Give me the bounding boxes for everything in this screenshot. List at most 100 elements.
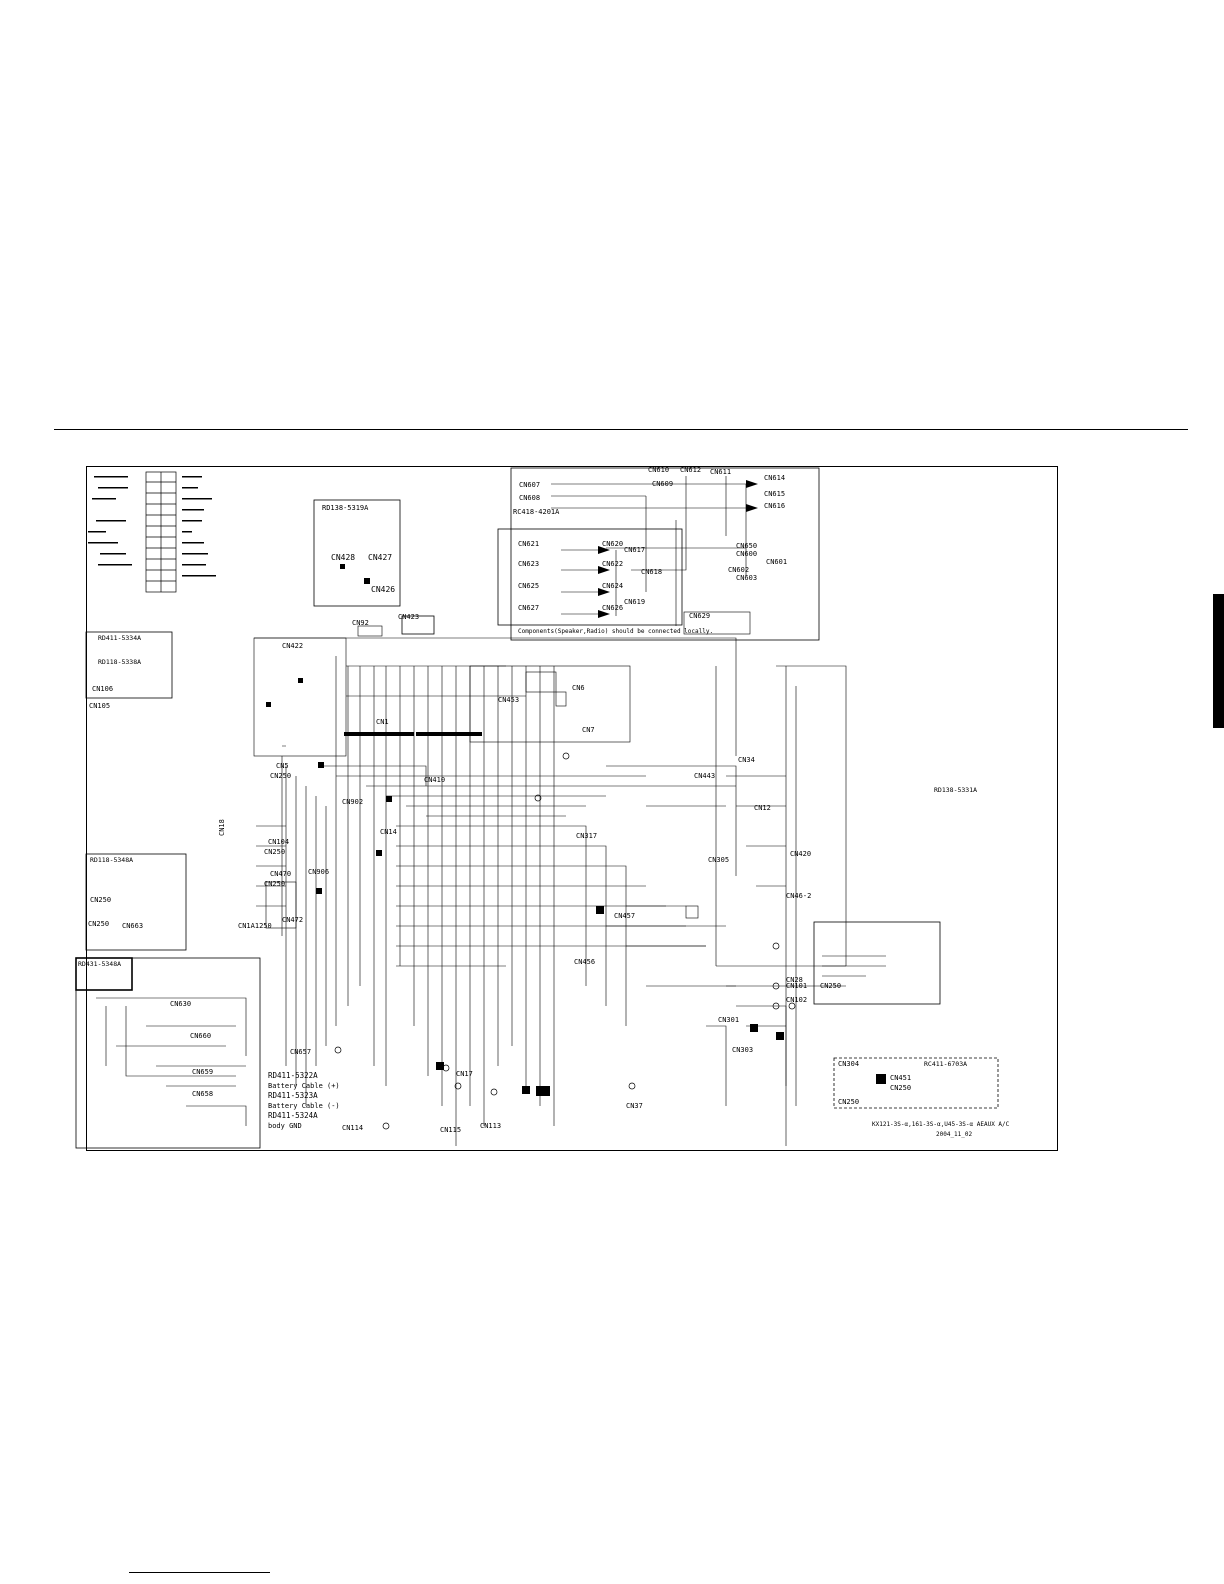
label-cn250-d: CN250 [820, 982, 841, 990]
caption-battery-plus: Battery Cable (+) [268, 1082, 340, 1090]
label-cn12: CN12 [754, 804, 771, 812]
speaker-subbox [497, 528, 683, 626]
cn423-box [401, 615, 435, 635]
footer-rule [129, 1572, 270, 1573]
label-cn5: CN5 [276, 762, 289, 770]
label-cn616: CN616 [764, 502, 785, 510]
model-caption: KX121-3S-α,161-3S-α,U45-3S-α AEAUX A/C [872, 1121, 1010, 1128]
label-cn102: CN102 [786, 996, 807, 1004]
label-cn301: CN301 [718, 1016, 739, 1024]
harness-box-cab [813, 921, 941, 1005]
label-cn608: CN608 [519, 494, 540, 502]
label-cn443: CN443 [694, 772, 715, 780]
label-cn650: CN650 [736, 542, 757, 550]
label-cn34: CN34 [738, 756, 755, 764]
label-cn456: CN456 [574, 958, 595, 966]
label-cn660: CN660 [190, 1032, 211, 1040]
label-cn426: CN426 [371, 585, 395, 594]
label-cn18: CN18 [218, 819, 226, 836]
label-cn906: CN906 [308, 868, 329, 876]
label-cn622: CN622 [602, 560, 623, 568]
title-rd138-5331a: RD138-5331A [934, 786, 977, 794]
label-cn92: CN92 [352, 619, 369, 627]
label-cn663: CN663 [122, 922, 143, 930]
label-cn629: CN629 [689, 612, 710, 620]
label-cn28: CN28 [786, 976, 803, 984]
label-cn14: CN14 [380, 828, 397, 836]
label-cn602: CN602 [728, 566, 749, 574]
label-cn304: CN304 [838, 1060, 859, 1068]
title-rd411-5322a: RD411-5322A [268, 1071, 318, 1080]
label-cn625: CN625 [518, 582, 539, 590]
label-cn457: CN457 [614, 912, 635, 920]
label-cn250-c: CN250 [264, 880, 285, 888]
label-cn317: CN317 [576, 832, 597, 840]
label-cn7: CN7 [582, 726, 595, 734]
label-cn612: CN612 [680, 466, 701, 474]
label-cn607: CN607 [519, 481, 540, 489]
legend-text-left [88, 476, 216, 577]
label-cn113: CN113 [480, 1122, 501, 1130]
connector-cn426 [364, 578, 370, 584]
audio-speaker-symbols [598, 480, 758, 618]
wiring-diagram-svg: RD138-5319A CN428 CN427 CN426 RC418-4201… [75, 466, 1058, 1151]
label-cn105: CN105 [89, 702, 110, 710]
label-cn614: CN614 [764, 474, 785, 482]
legend-table [145, 471, 177, 593]
label-cn1: CN1 [376, 718, 389, 726]
label-cn305: CN305 [708, 856, 729, 864]
header-rule [54, 429, 1188, 430]
component-note: Components(Speaker,Radio) should be conn… [518, 628, 713, 635]
label-cn410: CN410 [424, 776, 445, 784]
label-cn1a1250: CN1A1250 [238, 922, 272, 930]
label-cn37: CN37 [626, 1102, 643, 1110]
title-rd138-5319a: RD138-5319A [322, 504, 369, 512]
label-cn658: CN658 [192, 1090, 213, 1098]
label-cn114: CN114 [342, 1124, 363, 1132]
rd431-title-box [75, 957, 133, 991]
label-cn250-b: CN250 [264, 848, 285, 856]
label-cn621: CN621 [518, 540, 539, 548]
label-cn615: CN615 [764, 490, 785, 498]
label-cn619: CN619 [624, 598, 645, 606]
harness-box-rd431-5348a [75, 957, 261, 1149]
connector-cn428 [340, 564, 345, 569]
harness-box-rd118-5348a [85, 853, 187, 951]
label-cn115: CN115 [440, 1126, 461, 1134]
label-cn6: CN6 [572, 684, 585, 692]
label-cn106: CN106 [92, 685, 113, 693]
label-cn623: CN623 [518, 560, 539, 568]
label-cn101: CN101 [786, 982, 807, 990]
label-cn250-f: CN250 [838, 1098, 859, 1106]
label-cn17: CN17 [456, 1070, 473, 1078]
label-cn611: CN611 [710, 468, 731, 476]
label-cn250-g: CN250 [90, 896, 111, 904]
label-cn610: CN610 [648, 466, 669, 474]
label-cn620: CN620 [602, 540, 623, 548]
wiring-diagram: RD138-5319A CN428 CN427 CN426 RC418-4201… [75, 466, 1058, 1151]
date-caption: 2004_11_02 [936, 1131, 973, 1138]
label-cn428: CN428 [331, 553, 355, 562]
label-cn659: CN659 [192, 1068, 213, 1076]
title-rd431-5348a: RD431-5348A [78, 960, 121, 968]
audio-wiring [551, 476, 751, 635]
label-cn902: CN902 [342, 798, 363, 806]
title-rd411-5324a: RD411-5324A [268, 1111, 318, 1120]
connector-cn304 [876, 1074, 886, 1084]
label-cn420: CN420 [790, 850, 811, 858]
label-cn601: CN601 [766, 558, 787, 566]
label-cn453: CN453 [498, 696, 519, 704]
label-cn470: CN470 [270, 870, 291, 878]
label-cn627: CN627 [518, 604, 539, 612]
caption-body-gnd: body GND [268, 1122, 302, 1130]
title-rc411-6703a: RC411-6703A [924, 1060, 967, 1068]
label-cn600: CN600 [736, 550, 757, 558]
title-rc418-4201a: RC418-4201A [513, 508, 560, 516]
label-cn451: CN451 [890, 1074, 911, 1082]
ground-terminals [334, 752, 796, 1130]
label-cn46: CN46-2 [786, 892, 811, 900]
label-cn472: CN472 [282, 916, 303, 924]
label-cn104: CN104 [268, 838, 289, 846]
diagram-frame [86, 466, 1058, 1151]
label-cn624: CN624 [602, 582, 623, 590]
